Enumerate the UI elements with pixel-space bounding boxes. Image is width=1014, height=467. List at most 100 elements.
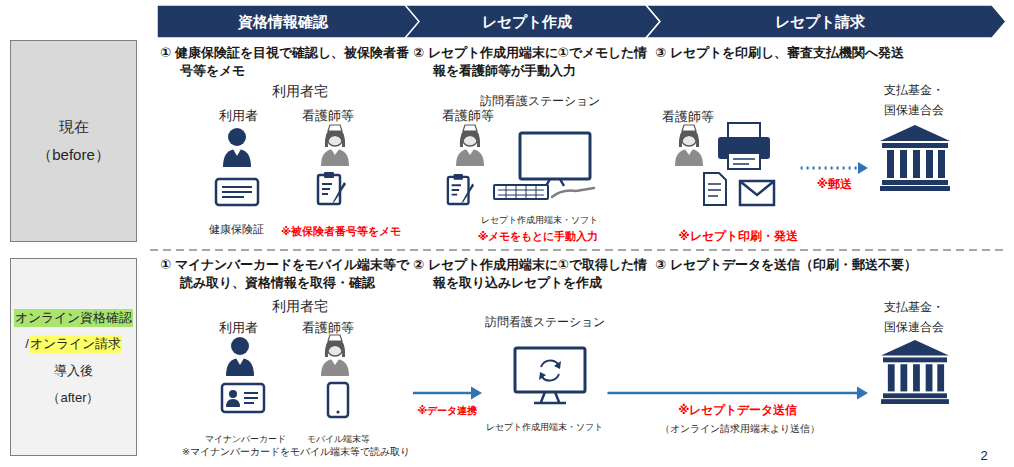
text-slot: ※郵送 — [754, 174, 914, 192]
text-line: /オンライン請求 — [25, 330, 122, 357]
text-slot: 利用者宅 — [265, 297, 335, 315]
clipboard-icon — [318, 172, 346, 204]
step-heading: ③ レセプトデータを送信（印刷・郵送不要） — [655, 256, 985, 274]
text-line: （after） — [47, 384, 99, 411]
step-chevron: レセプト作成 — [405, 5, 660, 38]
note-text: ※レセプト印刷・発送 — [678, 229, 797, 244]
text-label: 訪問看護ステーション — [480, 94, 600, 109]
printer-lines — [733, 159, 755, 164]
text-slot: ① マイナンバーカードをモバイル端末等で読み取り、資格情報を取得・確認 — [160, 256, 410, 292]
printer-paper — [728, 123, 760, 139]
text-label: マイナンバーカード — [205, 434, 286, 446]
nurse-icon — [675, 125, 703, 166]
row-label-text: （after） — [47, 385, 99, 411]
text-label: 利用者宅 — [272, 82, 328, 100]
row-divider — [150, 249, 1008, 251]
monitor — [515, 348, 585, 392]
text-slot: 訪問看護ステーション — [482, 312, 607, 330]
text-line: レセプト作成 — [482, 7, 572, 37]
station-group: 訪問看護ステーションレセプト作成用端末・ソフト — [482, 312, 608, 437]
text-label: 2 — [980, 448, 987, 465]
step-header-text: 資格情報確認 — [238, 7, 328, 37]
text-slot: 看護師等 — [658, 107, 718, 126]
text-stack: レセプト請求 — [646, 5, 1006, 38]
bank-icon — [880, 125, 950, 191]
user-icon — [226, 337, 254, 376]
text-label: （オンライン請求用端末より送信） — [660, 422, 820, 435]
text-slot: 2 — [972, 446, 996, 465]
connector — [801, 162, 868, 174]
printer-output — [728, 153, 760, 169]
refresh-head — [539, 372, 546, 380]
text-label: ※マイナンバーカードをモバイル端末等で読み取り — [182, 446, 410, 458]
text-slot: レセプト作成用端末・ソフト — [474, 209, 604, 227]
text-slot: ※レセプト印刷・発送 — [676, 226, 800, 244]
text-stack: オンライン資格確認/オンライン請求導入後（after） — [11, 259, 136, 455]
text-label: 支払基金・ 国保連合会 — [879, 297, 949, 337]
text-label: 健康保険証 — [209, 223, 264, 237]
hand — [552, 188, 594, 197]
note-text: ※メモをもとに手動入力 — [478, 229, 599, 243]
step-heading: ① マイナンバーカードをモバイル端末等で読み取り、資格情報を取得・確認 — [160, 256, 410, 292]
step-heading: ③ レセプトを印刷し、審査支払機関へ発送 — [655, 44, 975, 62]
text-slot: ※レセプトデータ送信 — [658, 400, 818, 418]
row-label-box: オンライン資格確認/オンライン請求導入後（after） — [10, 258, 137, 456]
text-slot: 支払基金・ 国保連合会 — [879, 80, 949, 120]
text-label: レセプト作成用端末・ソフト — [486, 422, 603, 434]
text-line: 現在 — [59, 113, 89, 141]
note-text: ※データ連携 — [416, 404, 480, 417]
refresh-head — [554, 361, 561, 369]
arrow-head — [858, 162, 868, 174]
step-heading: ② レセプト作成用端末に①で取得した情報を取り込みレセプトを作成 — [413, 256, 653, 292]
text-slot: モバイル端末等 — [303, 428, 373, 446]
row-label-text: 現在 — [59, 113, 89, 141]
text-label: 看護師等 — [302, 320, 354, 337]
keyboard-keys — [498, 186, 544, 198]
text-label: 利用者 — [219, 108, 258, 125]
text-line: 導入後 — [54, 357, 93, 384]
text-line: オンライン資格確認 — [14, 304, 133, 330]
text-line: （before） — [37, 141, 110, 169]
step-heading: ① 健康保険証を目視で確認し、被保険者番号等をメモ — [160, 44, 410, 80]
text-slot: レセプト作成用端末・ソフト — [482, 416, 607, 434]
step-chevron: レセプト請求 — [646, 5, 1006, 38]
text-label: 利用者宅 — [272, 297, 328, 315]
row-label-text: オンライン資格確認 — [14, 309, 133, 327]
monitor-stand — [534, 392, 566, 403]
keyboard — [494, 185, 548, 199]
connector-line — [801, 167, 860, 170]
text-slot: ③ レセプトデータを送信（印刷・郵送不要） — [655, 256, 985, 274]
text-label: モバイル端末等 — [307, 434, 370, 446]
computer-icon — [494, 133, 594, 199]
arrow-head — [471, 386, 482, 399]
text-slot: 看護師等 — [298, 106, 358, 125]
arrow-head — [857, 386, 868, 399]
insurance-card-icon — [216, 179, 258, 205]
text-line: レセプト請求 — [775, 7, 865, 37]
text-label: 支払基金・ 国保連合会 — [879, 80, 949, 120]
text-stack: 現在（before） — [11, 41, 136, 241]
text-slot: 健康保険証 — [201, 219, 271, 237]
text-label: 訪問看護ステーション — [485, 315, 605, 330]
envelope-body — [740, 181, 774, 205]
connector-line — [413, 392, 473, 395]
note-text: ※被保険者番号等をメモ — [281, 225, 401, 239]
row-label-text: オンライン請求 — [29, 335, 122, 353]
payer-group: 支払基金・ 国保連合会 — [868, 293, 960, 413]
text-slot: ③ レセプトを印刷し、審査支払機関へ発送 — [655, 44, 975, 62]
text-slot: 支払基金・ 国保連合会 — [879, 297, 949, 337]
home-group: 利用者宅利用者看護師等マイナンバーカードモバイル端末等※マイナンバーカードをモバ… — [180, 297, 413, 461]
text-slot: （オンライン請求用端末より送信） — [655, 418, 825, 436]
printer-icon — [718, 123, 770, 169]
document-lines — [708, 184, 721, 196]
computer-icon — [515, 348, 585, 403]
envelope-icon — [740, 181, 774, 205]
text-line: 資格情報確認 — [238, 7, 328, 37]
text-label: 看護師等 — [662, 109, 714, 126]
step-chevron: 資格情報確認 — [157, 5, 420, 38]
envelope-flap — [741, 182, 773, 195]
monitor — [520, 133, 590, 179]
nurse-icon — [321, 335, 349, 376]
text-stack: 資格情報確認 — [157, 5, 420, 38]
